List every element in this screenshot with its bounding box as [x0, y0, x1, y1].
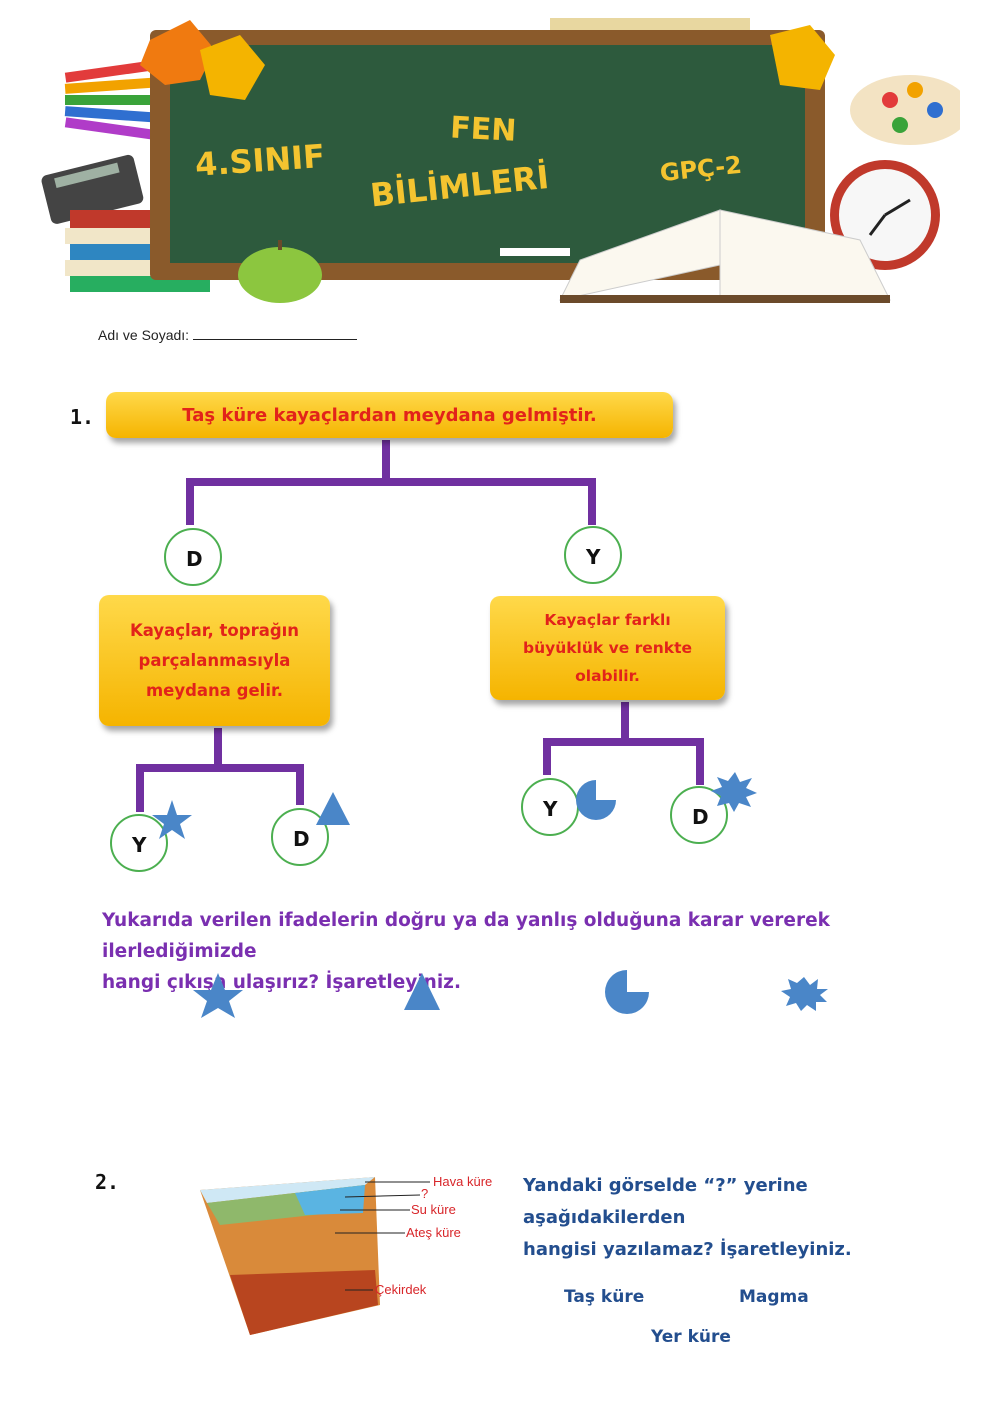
palette-icon	[850, 75, 960, 145]
calculator-icon	[41, 154, 144, 224]
root-statement-box: Taş küre kayaçlardan meydana gelmiştir.	[106, 392, 673, 438]
question-1-text: Yukarıda verilen ifadelerin doğru ya da …	[102, 905, 952, 998]
star-icon	[152, 800, 192, 839]
branch-circle-left	[164, 528, 222, 586]
left-statement-line-2: parçalanmasıyla	[138, 650, 291, 670]
label-hava-kure: Hava küre	[433, 1174, 492, 1189]
option-yer-kure[interactable]: Yer küre	[651, 1327, 731, 1347]
option-star-icon[interactable]	[193, 973, 243, 1018]
right-statement-line-2: büyüklük ve renkte	[522, 639, 693, 657]
question-2-line-1: Yandaki görselde “?” yerine aşağıdakiler…	[523, 1175, 808, 1228]
apple-icon	[238, 240, 322, 303]
ruler-icon	[550, 18, 750, 30]
left-statement-box: Kayaçlar, toprağın parçalanmasıyla meyda…	[99, 595, 330, 726]
question-2-text: Yandaki görselde “?” yerine aşağıdakiler…	[523, 1170, 963, 1266]
right-statement-line-3: olabilir.	[575, 667, 640, 685]
autumn-leaves-icon	[140, 20, 835, 100]
label-su-kure: Su küre	[411, 1202, 456, 1217]
name-blank-field[interactable]	[193, 327, 358, 340]
student-name-row: Adı ve Soyadı:	[98, 327, 358, 343]
earth-layers-diagram: Hava küre ? Su küre Ateş küre Çekirdek	[200, 1174, 492, 1335]
label-cekirdek: Çekirdek	[375, 1282, 427, 1297]
header-banner: 4.SINIF FEN BİLİMLERİ GPÇ-2	[41, 18, 960, 303]
question-1-number: 1.	[70, 405, 95, 429]
sub-circle-left-2	[271, 808, 329, 866]
label-ates-kure: Ateş küre	[406, 1225, 461, 1240]
triangle-icon	[316, 792, 350, 825]
branch-label-left: D	[186, 547, 203, 571]
root-statement: Taş küre kayaçlardan meydana gelmiştir.	[182, 404, 597, 426]
decision-tree: D Y Y D Y D	[110, 440, 757, 872]
sub-circle-left-1	[110, 814, 168, 872]
option-magma[interactable]: Magma	[739, 1287, 809, 1307]
option-tas-kure[interactable]: Taş küre	[564, 1287, 645, 1307]
chalk	[500, 248, 570, 256]
sub-label-left-1: Y	[131, 833, 147, 857]
subject-label-1: FEN	[449, 110, 517, 148]
branch-circle-right	[564, 526, 622, 584]
left-statement-line-3: meydana gelir.	[145, 680, 284, 700]
question-2-number: 2.	[95, 1170, 120, 1194]
question-1-options	[193, 970, 828, 1018]
sub-label-right-2: D	[692, 805, 709, 829]
left-statement-line-1: Kayaçlar, toprağın	[129, 620, 300, 640]
question-2-line-2: hangisi yazılamaz? İşaretleyiniz.	[523, 1239, 852, 1260]
sub-label-right-1: Y	[542, 797, 558, 821]
branch-label-right: Y	[585, 545, 601, 569]
grade-label: 4.SINIF	[194, 137, 326, 184]
right-statement-box: Kayaçlar farklı büyüklük ve renkte olabi…	[490, 596, 725, 700]
burst-icon	[711, 772, 757, 812]
question-1-line-2: hangi çıkışa ulaşırız? İşaretleyiniz.	[102, 972, 461, 993]
pie-icon	[576, 780, 616, 820]
option-pie-icon[interactable]	[605, 970, 649, 1014]
sub-circle-right-2	[670, 786, 728, 844]
question-1-line-1: Yukarıda verilen ifadelerin doğru ya da …	[102, 910, 830, 962]
option-triangle-icon[interactable]	[404, 973, 440, 1010]
option-burst-icon[interactable]	[781, 977, 828, 1011]
tree-lines	[136, 440, 704, 812]
open-book-icon	[559, 209, 891, 303]
sub-label-left-2: D	[293, 827, 310, 851]
name-label: Adı ve Soyadı:	[98, 327, 190, 343]
label-question-mark: ?	[421, 1186, 428, 1201]
right-statement-line-1: Kayaçlar farklı	[544, 611, 671, 629]
